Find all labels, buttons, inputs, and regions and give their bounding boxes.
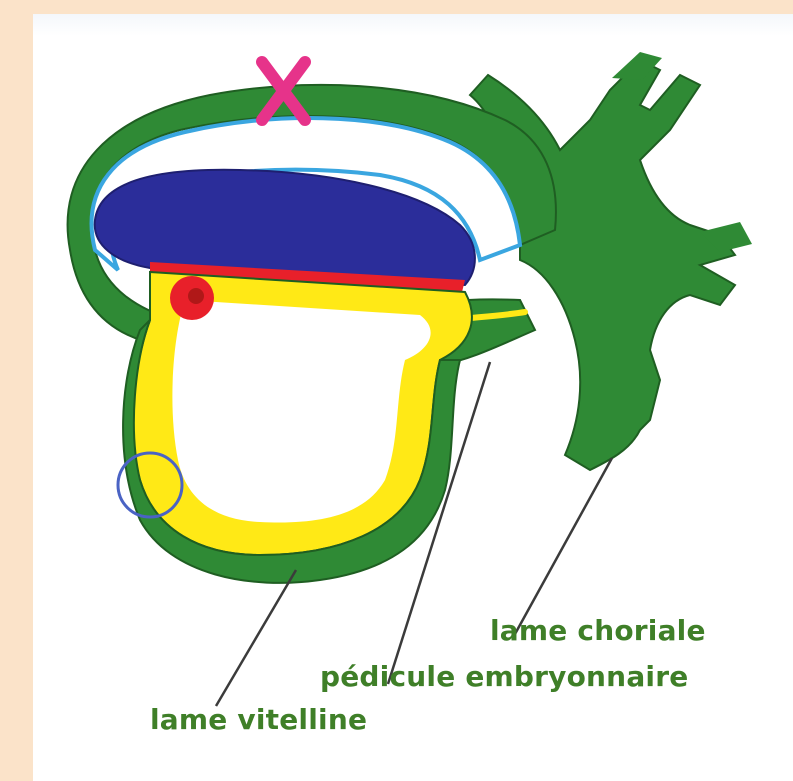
yolk-sac [123,272,472,583]
leader-line-vitelline [216,570,296,706]
red-marker [170,276,214,320]
label-pedicule-embryonnaire: pédicule embryonnaire [320,660,688,693]
leader-line-chorial [515,458,612,634]
chorionic-plate [470,52,752,470]
label-lame-vitelline: lame vitelline [150,703,367,736]
label-lame-choriale: lame choriale [490,614,706,647]
